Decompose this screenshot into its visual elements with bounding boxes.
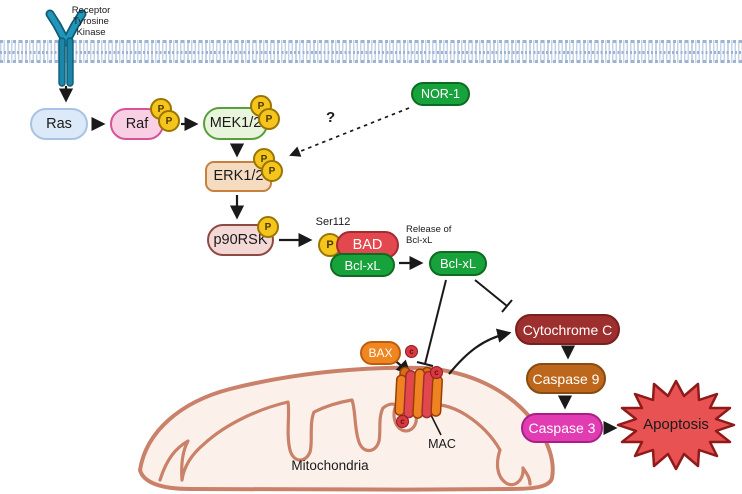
plasma-membrane-midline: [0, 51, 742, 54]
rtk-label-line1: Receptor: [71, 5, 111, 16]
arrow-cytc-release: [448, 328, 512, 375]
node-cytochrome-c-label: Cytochrome C: [522, 321, 613, 338]
rtk-label: Receptor Tyrosine Kinase: [60, 5, 122, 38]
node-caspase9-label: Caspase 9: [532, 370, 600, 387]
release-label-line2: Bcl-xL: [406, 235, 433, 246]
node-bad-label: BAD: [352, 236, 383, 253]
phospho-badge-p90rsk: P: [257, 216, 279, 238]
node-mek-label: MEK1/2: [209, 115, 262, 132]
node-bclxl-free-label: Bcl-xL: [439, 256, 477, 271]
phospho-badge-raf-2: P: [158, 110, 180, 132]
node-bax: BAX: [360, 341, 401, 365]
phospho-badge-erk-2: P: [261, 160, 283, 182]
mitochondria-inner-membrane: [158, 398, 532, 487]
rtk-receptor-icon: [45, 9, 87, 87]
release-label-line1: Release of: [406, 224, 452, 235]
node-caspase3: Caspase 3: [521, 413, 603, 443]
node-cytochrome-c: Cytochrome C: [515, 314, 620, 345]
node-nor1-label: NOR-1: [421, 86, 460, 101]
node-ras-label: Ras: [46, 115, 72, 132]
node-ras: Ras: [30, 108, 88, 140]
cytc-molecule-1: c: [405, 345, 418, 358]
mac-label: MAC: [428, 437, 456, 451]
node-bax-label: BAX: [368, 346, 393, 360]
node-bclxl-bound-label: Bcl-xL: [344, 257, 381, 273]
phospho-badge-mek-2: P: [258, 108, 280, 130]
inhibit-bclxl-to-mac: [424, 279, 447, 365]
node-erk-label: ERK1/2: [213, 168, 264, 185]
inhibit-bclxl-to-mac-cap: [416, 361, 434, 367]
cytc-molecule-3: c: [396, 415, 409, 428]
cytc-molecule-2: c: [430, 366, 443, 379]
node-bclxl-free: Bcl-xL: [429, 251, 487, 276]
node-raf-label: Raf: [125, 115, 149, 132]
inhibit-bclxl-to-cytc: [474, 279, 508, 307]
node-p90rsk-label: p90RSK: [213, 231, 268, 248]
inhibit-bclxl-to-cytc-cap: [501, 299, 513, 313]
rtk-label-line2: Tyrosine: [73, 16, 109, 27]
release-label: Release of Bcl-xL: [406, 224, 451, 246]
node-caspase3-label: Caspase 3: [528, 420, 596, 436]
mitochondria-shape: [137, 365, 555, 492]
node-p90rsk: p90RSK: [207, 224, 274, 256]
mac-tube: [430, 375, 443, 417]
mac-pointer-line: [430, 414, 442, 436]
node-caspase9: Caspase 9: [526, 363, 606, 394]
apoptosis-starburst: [616, 379, 736, 471]
question-mark-label: ?: [326, 109, 336, 126]
apoptosis-label: Apoptosis: [643, 416, 709, 433]
node-nor1: NOR-1: [411, 82, 470, 106]
mitochondria-label: Mitochondria: [291, 458, 369, 473]
dashed-arrow-nor1-to-erk: [289, 107, 410, 157]
rtk-label-line3: Kinase: [76, 27, 106, 38]
node-bclxl-bound: Bcl-xL: [330, 253, 395, 277]
ser112-label: Ser112: [315, 216, 351, 228]
plasma-membrane: [0, 40, 742, 63]
